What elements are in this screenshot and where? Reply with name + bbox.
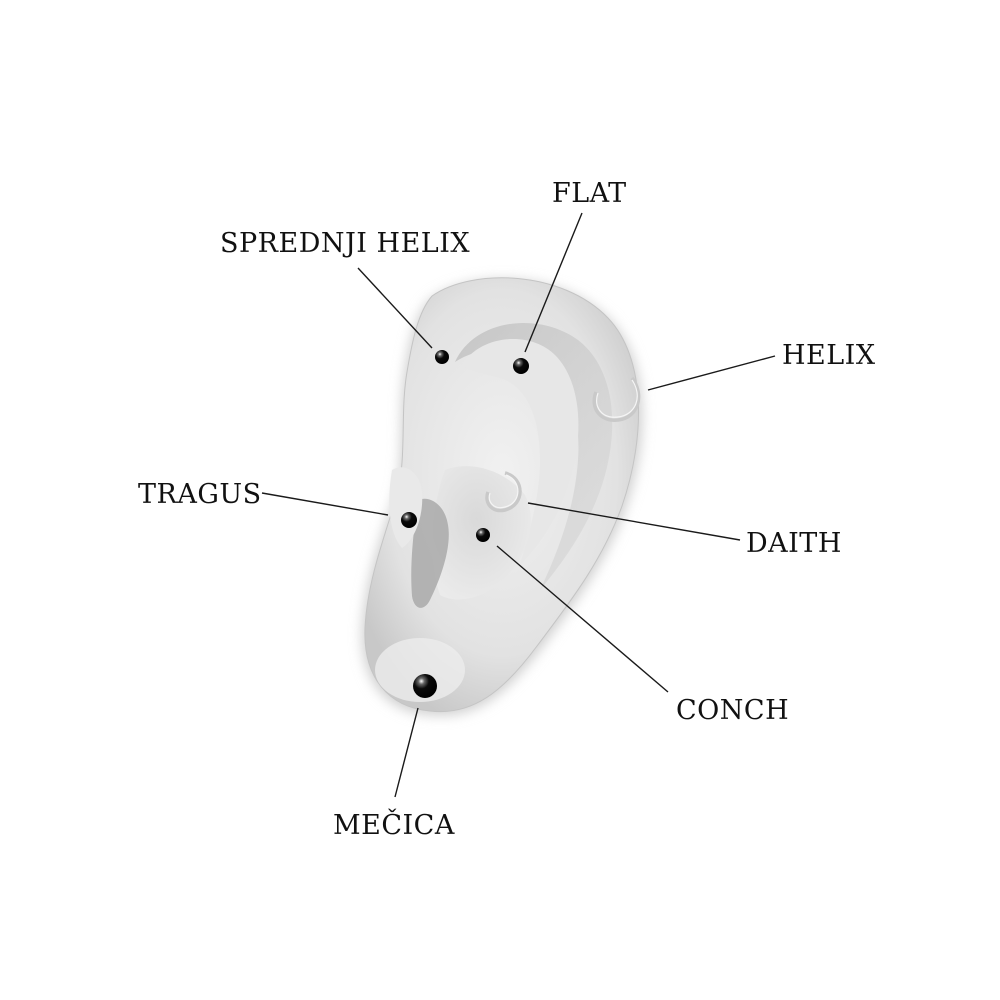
label-daith: DAITH (746, 528, 842, 559)
label-flat: FLAT (552, 178, 627, 209)
labels: FLAT SPREDNJI HELIX HELIX TRAGUS DAITH C… (138, 178, 876, 841)
intertragic-notch (411, 498, 449, 608)
leader-conch (496, 545, 669, 693)
ear-illustration (361, 277, 643, 716)
ring-helix (592, 376, 641, 422)
lobe-highlight (375, 638, 465, 702)
label-mecica: MEČICA (333, 807, 455, 841)
label-helix: HELIX (782, 340, 876, 371)
antihelix (462, 338, 579, 565)
ring-helix-highlight (596, 379, 638, 418)
stud-sprednji-helix (435, 350, 449, 364)
label-sprednji-helix: SPREDNJI HELIX (220, 228, 470, 259)
leader-lines (261, 212, 776, 798)
leader-sprednji-helix (357, 267, 433, 349)
leader-helix (647, 355, 776, 391)
stud-mecica (413, 674, 437, 698)
stud-tragus (401, 512, 417, 528)
leader-daith (527, 502, 741, 541)
leader-flat (524, 212, 583, 353)
label-tragus: TRAGUS (138, 479, 262, 510)
stud-flat (513, 358, 529, 374)
leader-mecica (394, 707, 419, 798)
piercings (401, 350, 641, 698)
stud-conch (476, 528, 490, 542)
label-conch: CONCH (676, 695, 789, 726)
ring-daith-highlight (488, 474, 519, 509)
tragus-shape (389, 467, 423, 548)
ring-daith (485, 471, 522, 513)
leader-tragus (261, 492, 389, 516)
